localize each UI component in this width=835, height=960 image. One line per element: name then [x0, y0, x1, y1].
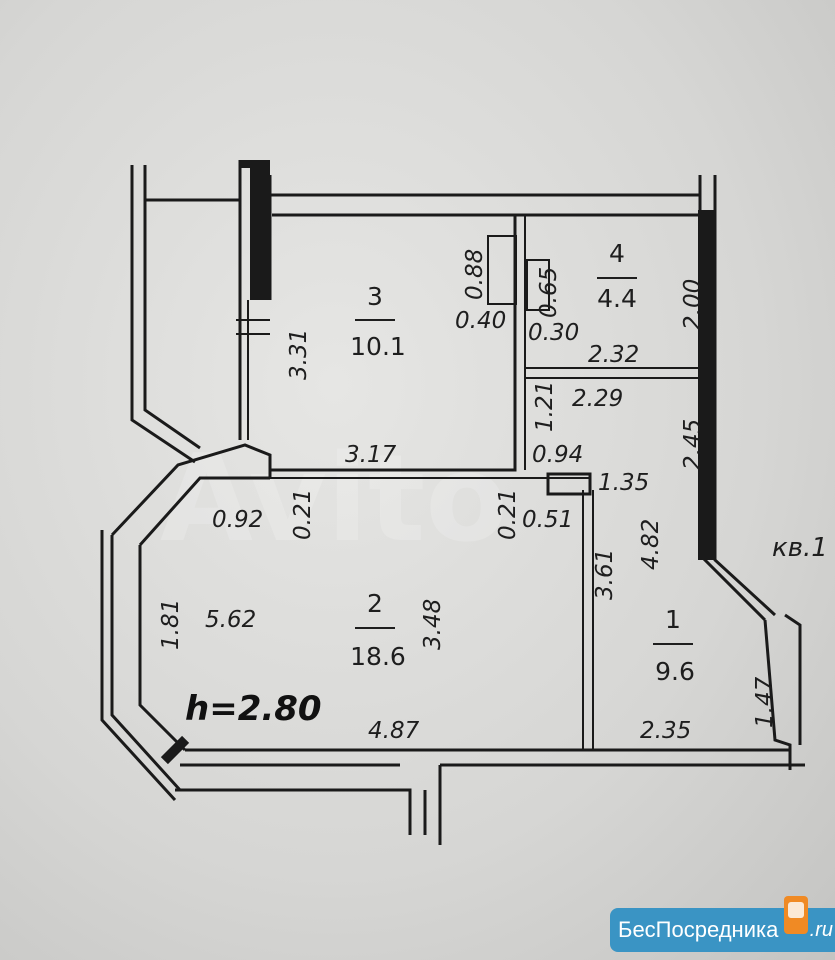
walls — [100, 160, 805, 845]
svg-text:2.29: 2.29 — [572, 386, 623, 412]
room-2: 2 18.6 — [350, 589, 406, 671]
svg-text:2.32: 2.32 — [588, 342, 639, 368]
svg-text:3.48: 3.48 — [420, 599, 446, 650]
svg-text:0.21: 0.21 — [495, 489, 521, 540]
svg-text:1.35: 1.35 — [598, 470, 649, 496]
svg-text:4: 4 — [609, 239, 625, 268]
svg-text:4.82: 4.82 — [638, 519, 664, 570]
logo-suffix: .ru — [809, 919, 833, 941]
room-3: 3 10.1 — [350, 282, 406, 361]
svg-text:0.92: 0.92 — [212, 507, 263, 533]
svg-text:0.51: 0.51 — [522, 507, 573, 533]
svg-text:3.17: 3.17 — [345, 442, 397, 468]
room-1: 1 9.6 — [653, 605, 695, 686]
svg-text:18.6: 18.6 — [350, 642, 406, 671]
svg-text:5.62: 5.62 — [205, 607, 256, 633]
mascot-icon — [784, 896, 808, 934]
svg-text:0.65: 0.65 — [536, 267, 562, 318]
watermark: Avito — [160, 430, 508, 569]
svg-text:2.35: 2.35 — [640, 718, 691, 744]
svg-text:9.6: 9.6 — [655, 657, 695, 686]
svg-text:2.00: 2.00 — [680, 279, 706, 330]
room-4: 4 4.4 — [597, 239, 637, 313]
dimensions: 3.31 0.88 0.40 0.65 0.30 2.00 2.32 2.29 … — [158, 249, 778, 744]
svg-text:0.30: 0.30 — [528, 320, 579, 346]
svg-text:4.87: 4.87 — [368, 718, 420, 744]
svg-text:3.31: 3.31 — [286, 329, 312, 380]
svg-text:1.47: 1.47 — [752, 676, 778, 728]
svg-text:0.88: 0.88 — [462, 249, 488, 300]
svg-text:1.81: 1.81 — [158, 599, 184, 650]
svg-text:10.1: 10.1 — [350, 332, 406, 361]
ceiling-height: h=2.80 — [185, 689, 322, 729]
logo-text: БесПосредника — [618, 917, 779, 942]
svg-text:4.4: 4.4 — [597, 284, 637, 313]
svg-text:0.40: 0.40 — [455, 308, 506, 334]
svg-text:3: 3 — [367, 282, 383, 311]
svg-text:0.94: 0.94 — [532, 442, 583, 468]
svg-text:1.21: 1.21 — [532, 381, 558, 432]
svg-text:0.21: 0.21 — [290, 489, 316, 540]
neighbor-apartment-label: кв.1 — [772, 533, 828, 563]
svg-text:1: 1 — [665, 605, 681, 634]
svg-text:3.61: 3.61 — [592, 549, 618, 600]
svg-text:2: 2 — [367, 589, 383, 618]
svg-text:2.45: 2.45 — [680, 419, 706, 470]
